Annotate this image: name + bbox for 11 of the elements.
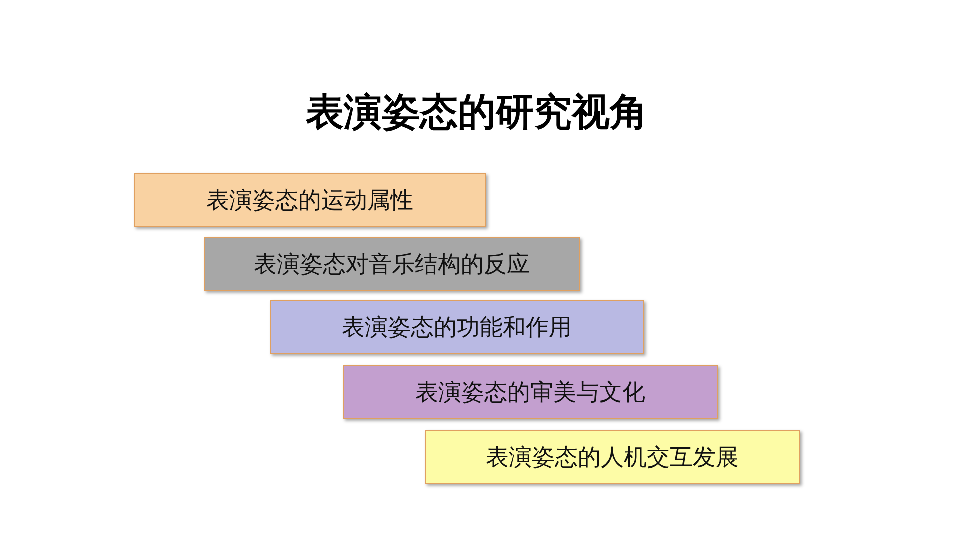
title: 表演姿态的研究视角 [304, 89, 649, 136]
step-label: 表演姿态的功能和作用 [342, 314, 572, 342]
step-label: 表演姿态对音乐结构的反应 [254, 250, 530, 280]
step-label: 表演姿态的运动属性 [206, 186, 414, 216]
step-box [343, 365, 718, 419]
step-box [134, 173, 486, 227]
step-label: 表演姿态的人机交互发展 [486, 444, 739, 472]
step-box [204, 237, 580, 291]
step-box [425, 430, 800, 484]
step-box [270, 300, 644, 354]
step-label: 表演姿态的审美与文化 [416, 378, 646, 408]
